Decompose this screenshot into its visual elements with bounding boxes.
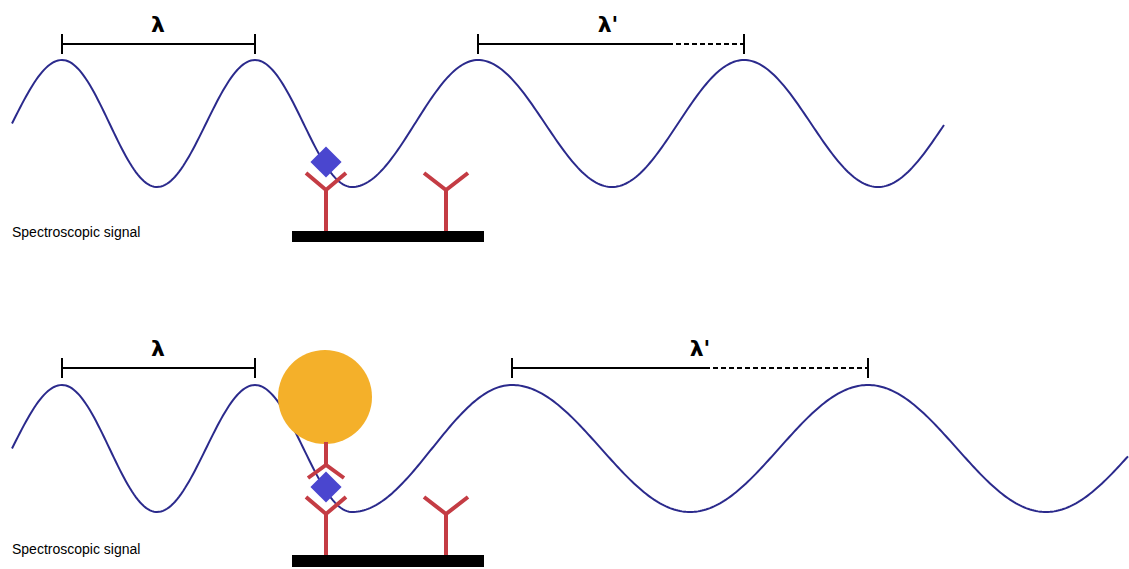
substrate (292, 555, 484, 567)
wavelength-label: λ' (688, 338, 713, 360)
waves (12, 60, 1128, 512)
signal-caption: Spectroscopic signal (12, 542, 140, 556)
antibody (424, 497, 468, 555)
antibody (424, 173, 468, 231)
wavelength-brackets-bottom (62, 358, 868, 378)
antibody (306, 497, 346, 555)
wavelength-label: λ' (596, 14, 621, 36)
wavelength-label: λ (149, 338, 167, 360)
spectroscopic-wave (12, 385, 1128, 512)
antibody (306, 173, 346, 231)
wavelength-label: λ (149, 14, 167, 36)
wavelength-brackets-top (62, 34, 744, 54)
nanoparticle (278, 350, 372, 444)
sensor-top (292, 146, 484, 242)
spectroscopic-wave (12, 60, 944, 187)
antigen (310, 146, 341, 177)
signal-caption: Spectroscopic signal (12, 225, 140, 239)
sensor-bottom (278, 350, 484, 567)
antigen (310, 471, 341, 502)
substrate (292, 231, 484, 242)
